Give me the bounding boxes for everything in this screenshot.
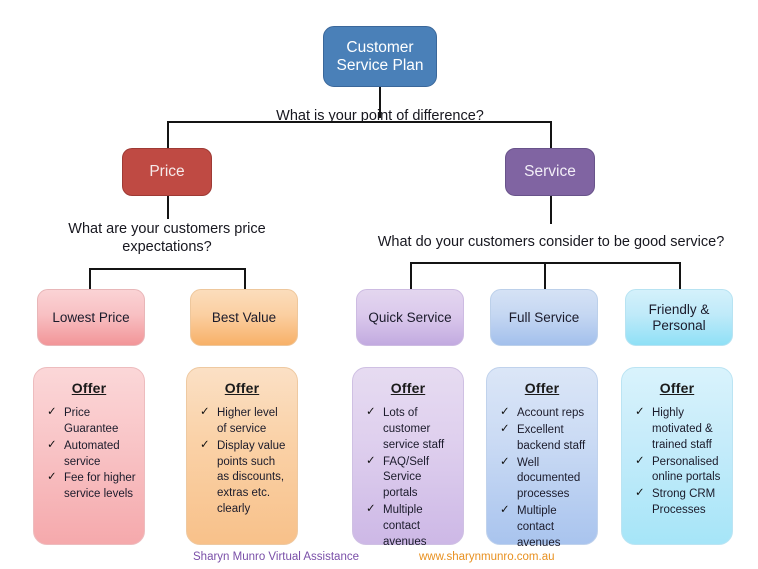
- offer-panel-quick-service[interactable]: Offer ✓ Lots of customer service staff ✓ F…: [352, 367, 464, 548]
- offer-list: ✓ Higher level of service ✓ Display value …: [195, 406, 289, 518]
- list-item-text: Multiple contact avenues: [517, 505, 561, 549]
- connector-to-best: [244, 268, 246, 290]
- check-icon: ✓: [500, 406, 510, 418]
- list-item: ✓ FAQ/Self Service portals: [365, 455, 455, 503]
- list-item-text: Well documented processes: [517, 456, 581, 501]
- list-item: ✓ Automated service: [46, 439, 136, 471]
- check-icon: ✓: [200, 438, 210, 451]
- node-label: Quick Service: [368, 309, 452, 325]
- check-icon: ✓: [500, 455, 510, 468]
- connector-to-full: [544, 262, 546, 290]
- connector-to-price: [167, 121, 169, 148]
- offer-list: ✓ Lots of customer service staff ✓ FAQ/Sel…: [361, 406, 455, 551]
- node-label: Service: [524, 163, 576, 181]
- check-icon: ✓: [500, 422, 510, 435]
- list-item: ✓ Multiple contact avenues: [499, 504, 589, 552]
- list-item: ✓ Account reps: [499, 406, 589, 422]
- offer-title: Offer: [390, 380, 426, 396]
- list-item-text: Fee for higher service levels: [64, 472, 136, 501]
- offer-panel-friendly-personal[interactable]: Offer ✓ Highly motivated & trained staff …: [621, 367, 733, 545]
- list-item: ✓ Lots of customer service staff: [365, 406, 455, 454]
- list-item: ✓ Excellent backend staff: [499, 423, 589, 455]
- node-full-service[interactable]: Full Service: [490, 289, 598, 346]
- check-icon: ✓: [47, 406, 57, 418]
- node-label: Price: [149, 163, 185, 181]
- check-icon: ✓: [500, 504, 510, 517]
- question-root: What is your point of difference?: [276, 108, 484, 124]
- connector-service-stem: [550, 196, 552, 224]
- node-label: Customer Service Plan: [336, 38, 424, 74]
- list-item-text: Lots of customer service staff: [383, 407, 445, 451]
- offer-list: ✓ Highly motivated & trained staff ✓ Perso…: [630, 406, 724, 519]
- list-item-text: Account reps: [517, 407, 585, 419]
- node-lowest-price[interactable]: Lowest Price: [37, 289, 145, 346]
- offer-title: Offer: [659, 380, 695, 396]
- list-item-text: Automated service: [64, 439, 120, 468]
- list-item-text: FAQ/Self Service portals: [383, 455, 430, 500]
- connector-to-service: [550, 121, 552, 148]
- connector-level1-bar: [167, 121, 551, 123]
- node-label: Best Value: [211, 309, 277, 325]
- list-item-text: Excellent backend staff: [517, 423, 586, 452]
- connector-price-bar: [89, 268, 245, 270]
- offer-title: Offer: [224, 380, 260, 396]
- node-label: Friendly & Personal: [648, 301, 710, 333]
- offer-panel-full-service[interactable]: Offer ✓ Account reps ✓ Excellent backend s…: [486, 367, 598, 549]
- offer-list: ✓ Account reps ✓ Excellent backend staff ✓…: [495, 406, 589, 552]
- list-item-text: Highly motivated & trained staff: [652, 407, 713, 451]
- connector-to-friendly: [679, 262, 681, 290]
- node-price[interactable]: Price: [122, 148, 212, 196]
- node-service[interactable]: Service: [505, 148, 595, 196]
- connector-root-stem: [379, 87, 381, 118]
- check-icon: ✓: [47, 438, 57, 451]
- list-item: ✓ Price Guarantee: [46, 406, 136, 438]
- list-item-text: Higher level of service: [217, 407, 278, 435]
- footer-website[interactable]: www.sharynmunro.com.au: [419, 551, 555, 563]
- list-item: ✓ Display value points such as discounts,…: [199, 439, 289, 518]
- offer-title: Offer: [71, 380, 107, 396]
- connector-to-lowest: [89, 268, 91, 290]
- node-best-value[interactable]: Best Value: [190, 289, 298, 346]
- node-friendly-personal[interactable]: Friendly & Personal: [625, 289, 733, 346]
- list-item-text: Personalised online portals: [652, 455, 721, 484]
- list-item-text: Price Guarantee: [64, 407, 119, 435]
- list-item: ✓ Fee for higher service levels: [46, 471, 136, 503]
- list-item: ✓ Well documented processes: [499, 456, 589, 504]
- node-label: Full Service: [508, 309, 580, 325]
- list-item-text: Multiple contact avenues: [383, 504, 427, 548]
- list-item: ✓ Higher level of service: [199, 406, 289, 438]
- question-price: What are your customers price expectatio…: [68, 221, 266, 256]
- list-item: ✓ Personalised online portals: [634, 455, 724, 487]
- list-item: ✓ Multiple contact avenues: [365, 503, 455, 551]
- offer-panel-best-value[interactable]: Offer ✓ Higher level of service ✓ Display …: [186, 367, 298, 545]
- node-label: Lowest Price: [52, 309, 130, 325]
- check-icon: ✓: [635, 454, 645, 467]
- connector-to-quick: [410, 262, 412, 290]
- list-item-text: Strong CRM Processes: [652, 488, 716, 517]
- offer-list: ✓ Price Guarantee ✓ Automated service ✓ Fee…: [42, 406, 136, 503]
- check-icon: ✓: [200, 406, 210, 418]
- check-icon: ✓: [47, 471, 57, 484]
- list-item-text: Display value points such as discounts, …: [217, 439, 286, 516]
- footer-brand: Sharyn Munro Virtual Assistance: [193, 551, 359, 563]
- node-customer-service-plan[interactable]: Customer Service Plan: [323, 26, 437, 87]
- check-icon: ✓: [366, 406, 376, 418]
- check-icon: ✓: [366, 454, 376, 467]
- connector-price-stem: [167, 196, 169, 219]
- check-icon: ✓: [366, 503, 376, 516]
- list-item: ✓ Highly motivated & trained staff: [634, 406, 724, 454]
- offer-title: Offer: [524, 380, 560, 396]
- list-item: ✓ Strong CRM Processes: [634, 487, 724, 519]
- check-icon: ✓: [635, 406, 645, 418]
- check-icon: ✓: [635, 487, 645, 500]
- offer-panel-lowest-price[interactable]: Offer ✓ Price Guarantee ✓ Automated servic…: [33, 367, 145, 545]
- node-quick-service[interactable]: Quick Service: [356, 289, 464, 346]
- question-service: What do your customers consider to be go…: [377, 234, 725, 250]
